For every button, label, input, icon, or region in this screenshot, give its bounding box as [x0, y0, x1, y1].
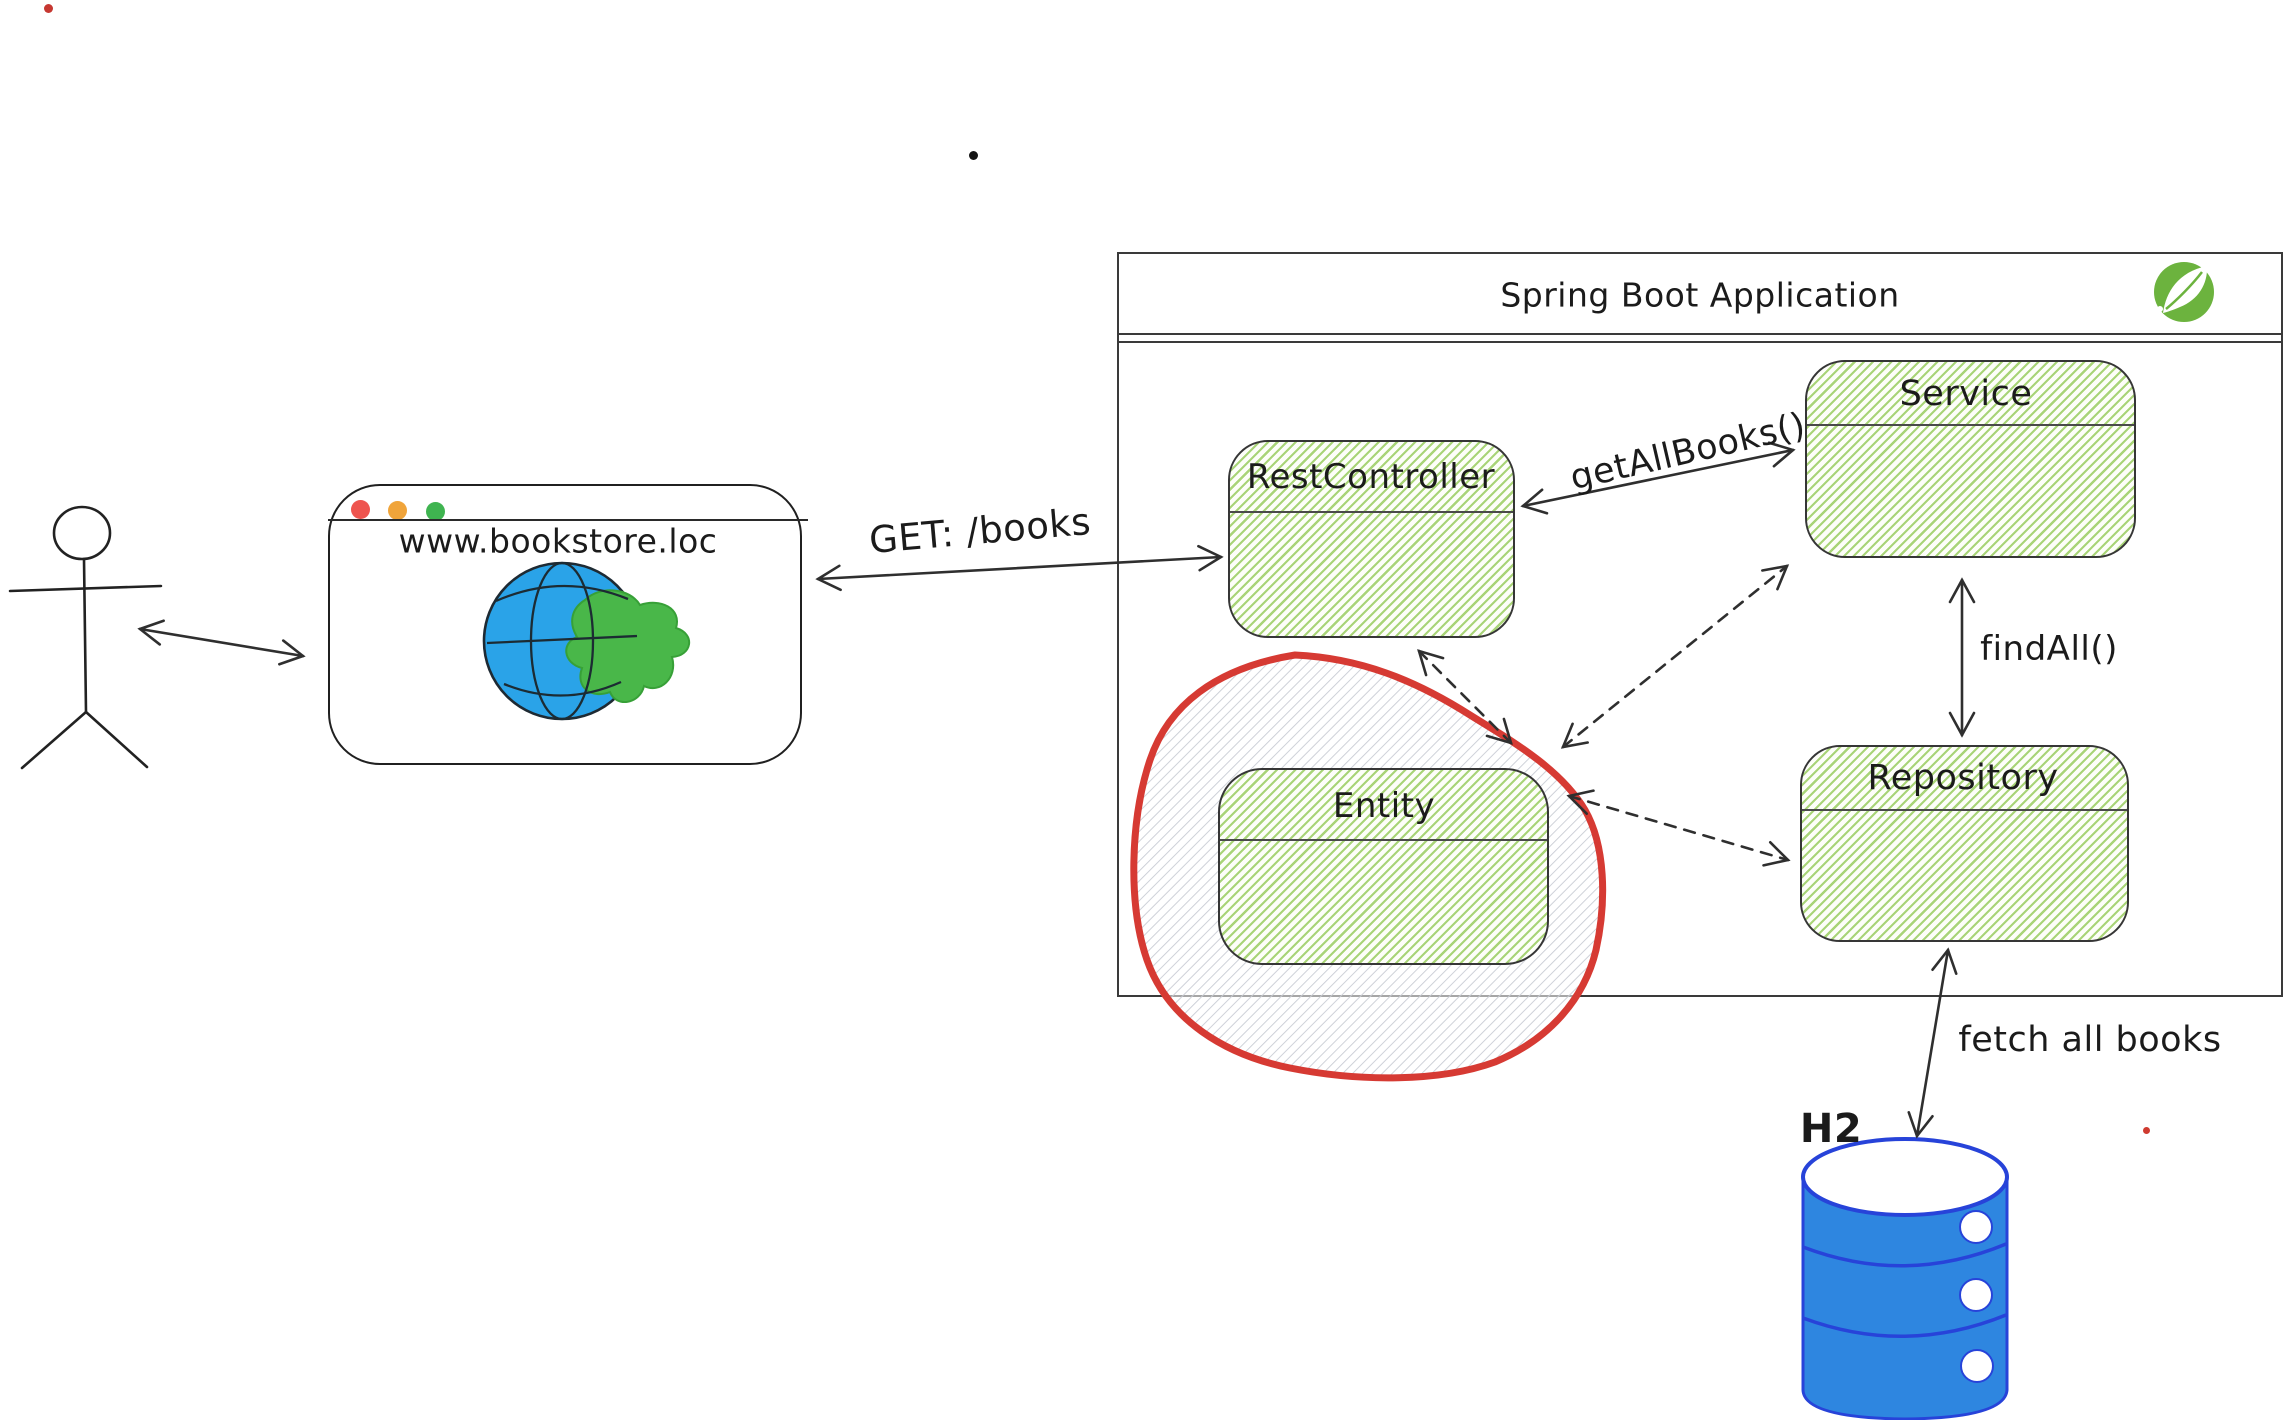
node-repository-label: Repository: [1867, 758, 2059, 798]
application-title: Spring Boot Application: [1500, 275, 1900, 315]
database-cylinder-icon: [1801, 1137, 2009, 1420]
arrow-user-browser: [137, 619, 306, 666]
node-repository: [1800, 745, 2129, 942]
traffic-light-green-icon: [426, 502, 445, 521]
stray-red-dot-top-left: [44, 4, 53, 13]
node-service: [1805, 360, 2136, 558]
stray-black-dot: [969, 151, 978, 160]
label-find-all: findAll(): [1980, 629, 2118, 669]
node-entity-label: Entity: [1332, 786, 1436, 826]
application-title-bar: [1119, 254, 2281, 335]
node-rest-controller: [1228, 440, 1515, 638]
traffic-light-red-icon: [351, 500, 370, 519]
stick-figure-icon: [8, 505, 163, 770]
traffic-light-yellow-icon: [388, 501, 407, 520]
node-rest-controller-header: [1230, 442, 1513, 513]
node-rest-controller-label: RestController: [1246, 457, 1496, 497]
label-h2-database: H2: [1799, 1106, 1863, 1152]
node-service-header: [1807, 362, 2134, 426]
label-get-books: GET: /books: [867, 499, 1093, 563]
node-service-label: Service: [1899, 374, 2033, 414]
browser-toolbar-divider: [328, 519, 808, 521]
browser-url: www.bookstore.loc: [398, 521, 718, 561]
title-bar-double-line: [1119, 341, 2281, 343]
node-repository-header: [1802, 747, 2127, 811]
label-fetch-all-books: fetch all books: [1958, 1020, 2222, 1060]
stray-red-dot-right: [2143, 1127, 2150, 1134]
